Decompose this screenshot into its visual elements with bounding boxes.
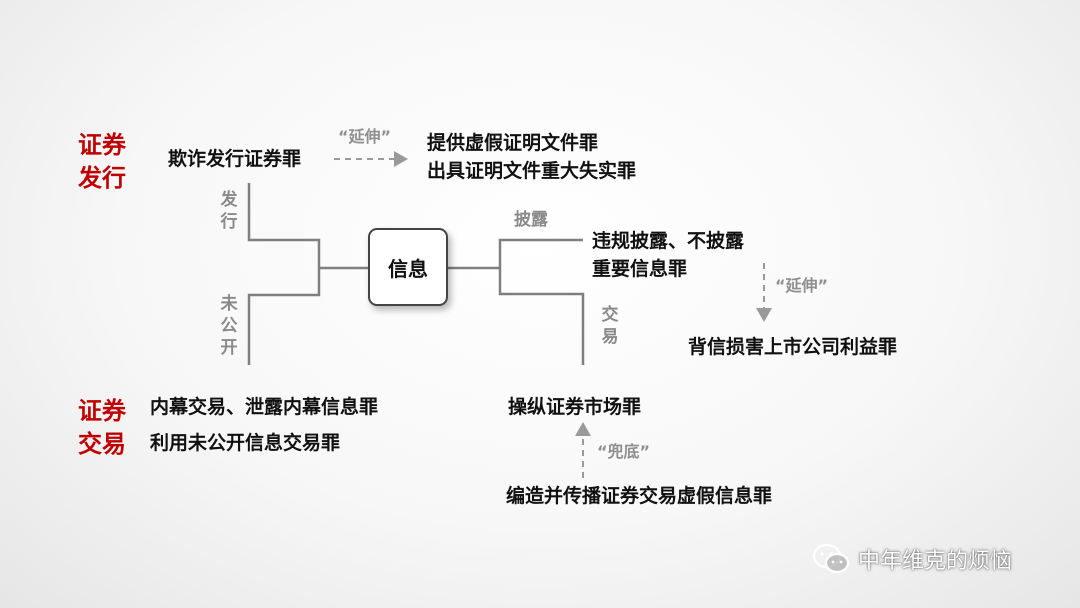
- category-securities-issuance: 证券 发行: [78, 129, 126, 195]
- watermark-text: 中年维克的烦恼: [858, 549, 1013, 574]
- crime-illegal-disclosure-line1: 违规披露、不披露: [592, 230, 745, 252]
- branch-label-issue-char2: 行: [220, 212, 238, 232]
- fallback-label: “兜底”: [597, 442, 651, 461]
- undisclosed-branch-line: [247, 268, 321, 365]
- crime-breach-of-trust: 背信损害上市公司利益罪: [688, 336, 898, 358]
- watermark: 中年维克的烦恼: [812, 543, 1012, 575]
- category-trading-line1: 证券: [78, 397, 126, 425]
- crime-insider-trading: 内幕交易、泄露内幕信息罪: [150, 396, 379, 418]
- crime-fabricating-false-info: 编造并传播证券交易虚假信息罪: [506, 485, 773, 507]
- branch-label-disclose: 披露: [514, 210, 548, 230]
- information-node-label: 信息: [388, 256, 428, 281]
- extension-label-right: “延伸”: [775, 276, 829, 295]
- crime-illegal-disclosure-line2: 重要信息罪: [592, 258, 688, 280]
- extension-label-top: “延伸”: [338, 127, 392, 146]
- branch-label-trade: 交 易: [598, 304, 622, 348]
- category-issuance-line2: 发行: [78, 164, 126, 192]
- branch-label-undisclosed-char3: 开: [220, 338, 238, 358]
- crime-materially-inaccurate-documents: 出具证明文件重大失实罪: [427, 160, 637, 182]
- crime-fraudulent-issuance: 欺诈发行证券罪: [168, 148, 302, 170]
- crime-false-documents: 提供虚假证明文件罪: [427, 132, 599, 154]
- crime-undisclosed-info-trading: 利用未公开信息交易罪: [150, 432, 341, 454]
- disclose-branch-line: [498, 238, 583, 268]
- category-trading-line2: 交易: [78, 430, 126, 458]
- information-node: 信息: [368, 228, 448, 306]
- branch-label-undisclosed-char1: 未: [220, 294, 238, 314]
- branch-label-trade-char2: 易: [601, 327, 619, 347]
- branch-label-issue: 发 行: [217, 189, 241, 233]
- category-securities-trading: 证券 交易: [78, 395, 126, 461]
- wechat-icon: [812, 543, 850, 574]
- crime-market-manipulation: 操纵证券市场罪: [508, 396, 642, 418]
- trade-branch-line: [498, 268, 585, 365]
- branch-label-undisclosed-char2: 公: [220, 316, 238, 336]
- category-issuance-line1: 证券: [78, 131, 126, 159]
- issue-branch-line: [247, 183, 321, 268]
- branch-label-issue-char1: 发: [220, 190, 238, 210]
- branch-label-trade-char1: 交: [601, 305, 619, 325]
- branch-label-undisclosed: 未 公 开: [217, 293, 241, 359]
